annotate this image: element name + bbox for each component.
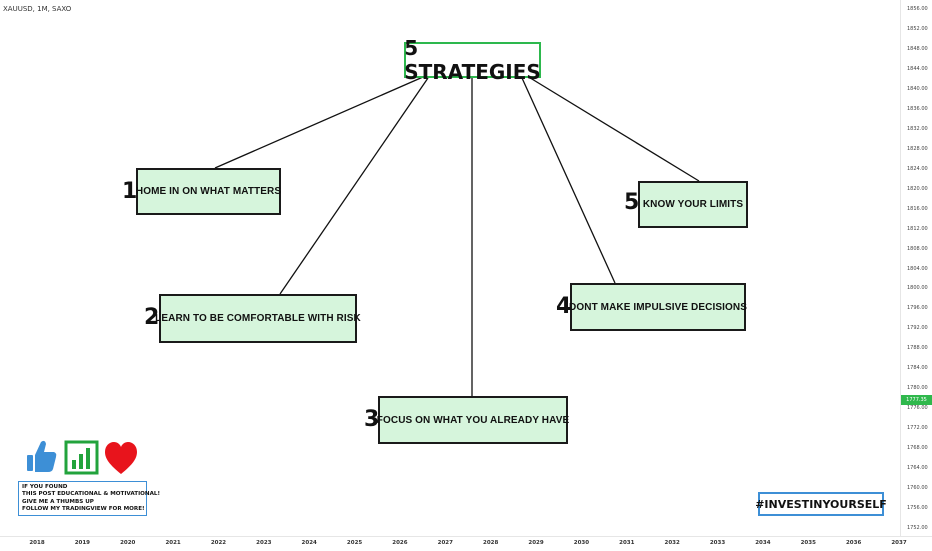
strategy-box-3[interactable]: FOCUS ON WHAT YOU ALREADY HAVE (377, 396, 569, 444)
time-tick-label: 2032 (664, 540, 680, 546)
time-axis[interactable]: 2018 2019 2020 2021 2022 2023 2024 2025 2026 2027… (0, 536, 932, 551)
note-line: GIVE ME A THUMBS UP (22, 498, 94, 505)
strategy-box-1[interactable]: HOME IN ON WHAT MATTERS (136, 168, 281, 215)
hashtag-box[interactable]: #INVESTINYOURSELF (755, 492, 887, 516)
time-tick-label: 2037 (891, 540, 907, 546)
price-tick-label: 1840.00 (907, 85, 928, 92)
time-tick-label: 2036 (845, 540, 862, 546)
price-tick-label: 1848.00 (907, 45, 928, 52)
price-tick-label: 1776.00 (907, 405, 928, 412)
strategy-number-3: 3 (364, 407, 380, 432)
icon-row (27, 440, 137, 475)
time-tick-label: 2030 (573, 540, 590, 546)
price-tick-label: 1764.00 (907, 465, 928, 472)
time-tick-label: 2023 (256, 540, 272, 546)
title-box[interactable]: 5 STRATEGIES (404, 36, 541, 84)
time-tick-label: 2020 (120, 540, 136, 546)
time-tick-label: 2029 (528, 540, 544, 546)
price-tick-label: 1800.00 (907, 285, 928, 292)
time-tick-label: 2024 (301, 540, 317, 546)
price-tick-label: 1808.00 (907, 245, 928, 252)
strategy-number-5: 5 (624, 190, 640, 215)
price-tick-label: 1812.00 (907, 225, 928, 232)
strategy-box-2[interactable]: LEARN TO BE COMFORTABLE WITH RISK (155, 294, 361, 343)
time-tick-label: 2026 (392, 540, 408, 546)
price-tick-label: 1788.00 (907, 345, 928, 352)
time-tick-label: 2034 (755, 540, 771, 546)
strategy-number-1: 1 (122, 179, 138, 204)
connector-lines (214, 75, 700, 396)
heart-icon (105, 442, 137, 474)
price-tick-label: 1768.00 (907, 445, 928, 452)
note-line: IF YOU FOUND (22, 484, 68, 490)
time-tick-label: 2018 (29, 540, 45, 546)
time-tick-label: 2019 (74, 540, 91, 546)
price-tick-label: 1856.00 (907, 6, 928, 12)
price-tick-label: 1836.00 (907, 105, 928, 112)
time-tick-label: 2022 (210, 540, 227, 546)
time-tick-label: 2031 (619, 540, 635, 546)
time-tick-label: 2025 (346, 540, 363, 546)
price-tick-label: 1820.00 (907, 185, 928, 192)
time-tick-label: 2028 (483, 540, 499, 546)
time-tick-label: 2021 (165, 540, 181, 546)
strategy-box-4[interactable]: DONT MAKE IMPULSIVE DECISIONS (569, 283, 747, 331)
note-box[interactable]: IF YOU FOUND THIS POST EDUCATIONAL & MOT… (18, 481, 161, 516)
price-tick-label: 1780.00 (907, 385, 928, 392)
strategy-number-2: 2 (144, 305, 160, 330)
strategy-box-5[interactable]: KNOW YOUR LIMITS (638, 181, 748, 228)
note-line: FOLLOW MY TRADINGVIEW FOR MORE! (22, 506, 145, 513)
price-tick-label: 1844.00 (907, 65, 928, 72)
connector-line-5 (526, 75, 700, 182)
price-tick-label: 1804.00 (907, 265, 928, 272)
price-tick-label: 1756.00 (907, 505, 928, 512)
time-tick-label: 2027 (437, 540, 453, 546)
price-tick-label: 1852.00 (907, 25, 928, 32)
price-tick-label: 1752.00 (907, 525, 928, 531)
connector-line-4 (521, 77, 616, 284)
price-tick-label: 1832.00 (907, 125, 928, 132)
price-tick-label: 1784.00 (907, 365, 928, 372)
connector-line-1 (214, 76, 424, 169)
price-tick-label: 1824.00 (907, 165, 928, 172)
time-tick-label: 2033 (709, 540, 726, 546)
price-tick-label: 1796.00 (907, 305, 928, 312)
symbol-label: XAUUSD, 1M, SAXO (3, 5, 72, 13)
thumbs-up-icon (27, 440, 57, 472)
connector-line-2 (279, 77, 429, 295)
chart-icon (64, 440, 99, 475)
current-price-tag: 1777.35 (901, 395, 932, 405)
price-tick-label: 1772.00 (907, 425, 928, 432)
price-tick-label: 1792.00 (907, 325, 928, 332)
price-axis[interactable]: 1856.00 1852.00 1848.00 1844.00 1840.00 1836.… (900, 0, 932, 536)
price-tick-label: 1816.00 (907, 205, 928, 212)
strategy-number-4: 4 (556, 294, 572, 319)
price-tick-label: 1760.00 (907, 485, 928, 492)
time-tick-label: 2035 (800, 540, 816, 546)
chart-canvas[interactable]: XAUUSD, 1M, SAXO 5 STRATEGIES 1 HOME IN … (0, 0, 900, 536)
price-tick-label: 1828.00 (907, 145, 928, 152)
note-line: THIS POST EDUCATIONAL & MOTIVATIONAL! (22, 491, 161, 498)
